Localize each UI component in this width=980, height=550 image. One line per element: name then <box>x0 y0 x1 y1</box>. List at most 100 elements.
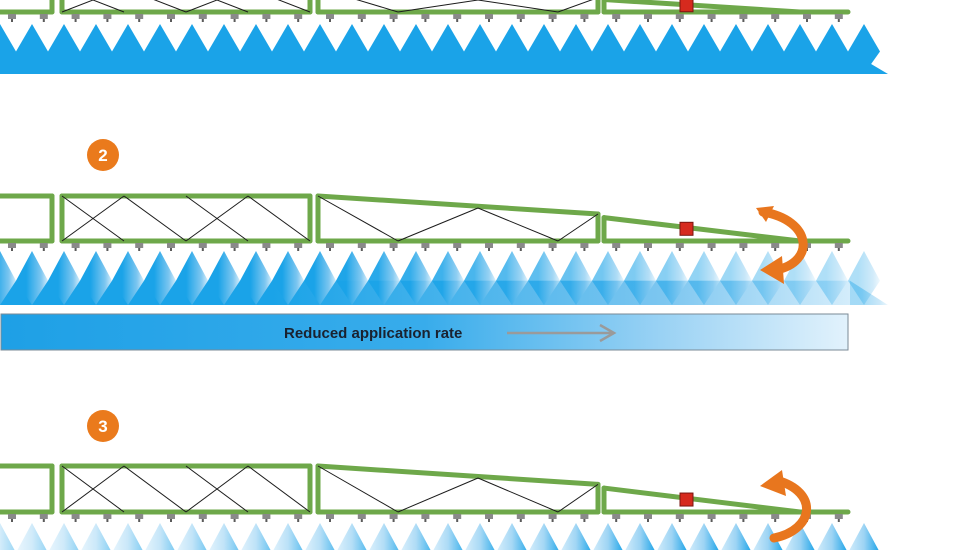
spray-nozzle <box>230 14 239 19</box>
spray-nozzle-tip <box>551 519 554 522</box>
spray-nozzle <box>803 14 811 19</box>
spray-nozzle-tip <box>774 19 777 22</box>
spray-nozzle <box>739 243 748 248</box>
spray-nozzle <box>262 514 271 519</box>
spray-nozzle <box>771 514 780 519</box>
spray-cone <box>305 523 335 550</box>
spray-nozzle-tip <box>329 19 331 22</box>
curved-arrow-icon <box>760 470 811 543</box>
spray-nozzle-tip <box>138 19 141 22</box>
spray-cone <box>304 251 336 305</box>
spray-cone <box>400 24 432 74</box>
spray-nozzle <box>389 14 398 19</box>
spray-cone <box>561 523 591 550</box>
spray-cone <box>689 523 719 550</box>
spray-nozzle <box>516 514 525 519</box>
spray-cone <box>0 24 16 74</box>
spray-nozzle-tip <box>551 248 554 251</box>
spray-nozzle-tip <box>74 19 77 22</box>
spray-cone <box>560 251 592 305</box>
spray-cone <box>80 24 112 74</box>
spray-nozzle-tip <box>647 19 649 22</box>
spray-nozzle <box>580 14 589 19</box>
spray-nozzle-tip <box>106 19 109 22</box>
spray-nozzle <box>8 14 16 19</box>
spray-nozzle-tip <box>265 519 268 522</box>
spray-nozzle-tip <box>488 248 490 251</box>
truss-strut <box>61 195 125 242</box>
spray-cone <box>593 523 623 550</box>
spray-cone <box>304 24 336 74</box>
rate-bar-label: Reduced application rate <box>284 325 462 342</box>
spray-nozzle <box>675 514 684 519</box>
truss-strut <box>397 0 479 13</box>
spray-nozzle-tip <box>392 519 395 522</box>
number-circle <box>87 410 119 442</box>
spray-nozzle <box>230 243 239 248</box>
spray-nozzle-tip <box>742 19 745 22</box>
spray-nozzle-tip <box>424 248 427 251</box>
spray-nozzle <box>516 243 525 248</box>
spray-cone <box>240 24 272 74</box>
spray-cone <box>785 523 815 550</box>
spray-cone <box>176 24 208 74</box>
spray-nozzle-tip <box>329 248 331 251</box>
spray-nozzle <box>834 514 843 519</box>
truss-strut <box>356 0 399 13</box>
spray-cone <box>497 523 527 550</box>
step-badge: 3 <box>87 410 119 442</box>
spray-nozzle-tip <box>42 19 45 22</box>
spray-nozzle-tip <box>583 19 586 22</box>
spray-nozzle <box>485 243 493 248</box>
truss-strut <box>557 0 593 13</box>
spray-nozzle <box>71 14 80 19</box>
step-3: 3 <box>0 410 879 550</box>
spray-nozzle-tip <box>774 248 777 251</box>
spray-nozzle-tip <box>647 248 649 251</box>
spray-nozzle-tip <box>265 19 268 22</box>
spray-nozzle-tip <box>551 19 554 22</box>
spray-nozzle <box>421 514 430 519</box>
spray-nozzle <box>8 514 16 519</box>
spray-cone <box>144 251 176 305</box>
spray-cone <box>0 523 15 550</box>
spray-nozzle <box>644 243 652 248</box>
spray-cone <box>624 251 656 305</box>
spray-nozzle-tip <box>837 519 840 522</box>
spray-nozzle <box>135 14 144 19</box>
spray-cone <box>337 523 367 550</box>
spray-nozzle-tip <box>297 248 300 251</box>
spray-nozzle <box>707 243 716 248</box>
boom-beam <box>315 193 601 217</box>
spray-nozzle-tip <box>233 519 236 522</box>
spray-cone <box>48 24 80 74</box>
spray-nozzle <box>548 243 557 248</box>
spray-cone <box>625 523 655 550</box>
spray-cone <box>80 251 112 305</box>
spray-cone <box>81 523 111 550</box>
spray-cone <box>496 24 528 74</box>
spray-nozzle-tip <box>106 248 109 251</box>
spray-nozzle-tip <box>201 519 204 522</box>
spray-cone <box>17 523 47 550</box>
spray-nozzle <box>71 514 80 519</box>
boom <box>0 193 851 251</box>
truss-strut <box>317 195 399 242</box>
spray-cone <box>592 24 624 74</box>
spray-nozzle <box>739 14 748 19</box>
spray-nozzle-tip <box>615 519 618 522</box>
spray-nozzle <box>357 243 366 248</box>
spray-cone <box>784 251 816 305</box>
spray-cone <box>241 523 271 550</box>
spray-nozzle <box>262 14 271 19</box>
truss-strut <box>247 465 311 513</box>
spray-nozzle-tip <box>297 519 300 522</box>
spray-cone <box>816 251 848 305</box>
spray-cone <box>849 523 879 550</box>
spray-nozzle <box>612 243 621 248</box>
spray-nozzle <box>771 14 780 19</box>
spray-nozzle <box>612 514 621 519</box>
boom <box>0 0 851 22</box>
spray-nozzle-tip <box>233 248 236 251</box>
application-rate-bar: Reduced application rate <box>0 313 849 351</box>
